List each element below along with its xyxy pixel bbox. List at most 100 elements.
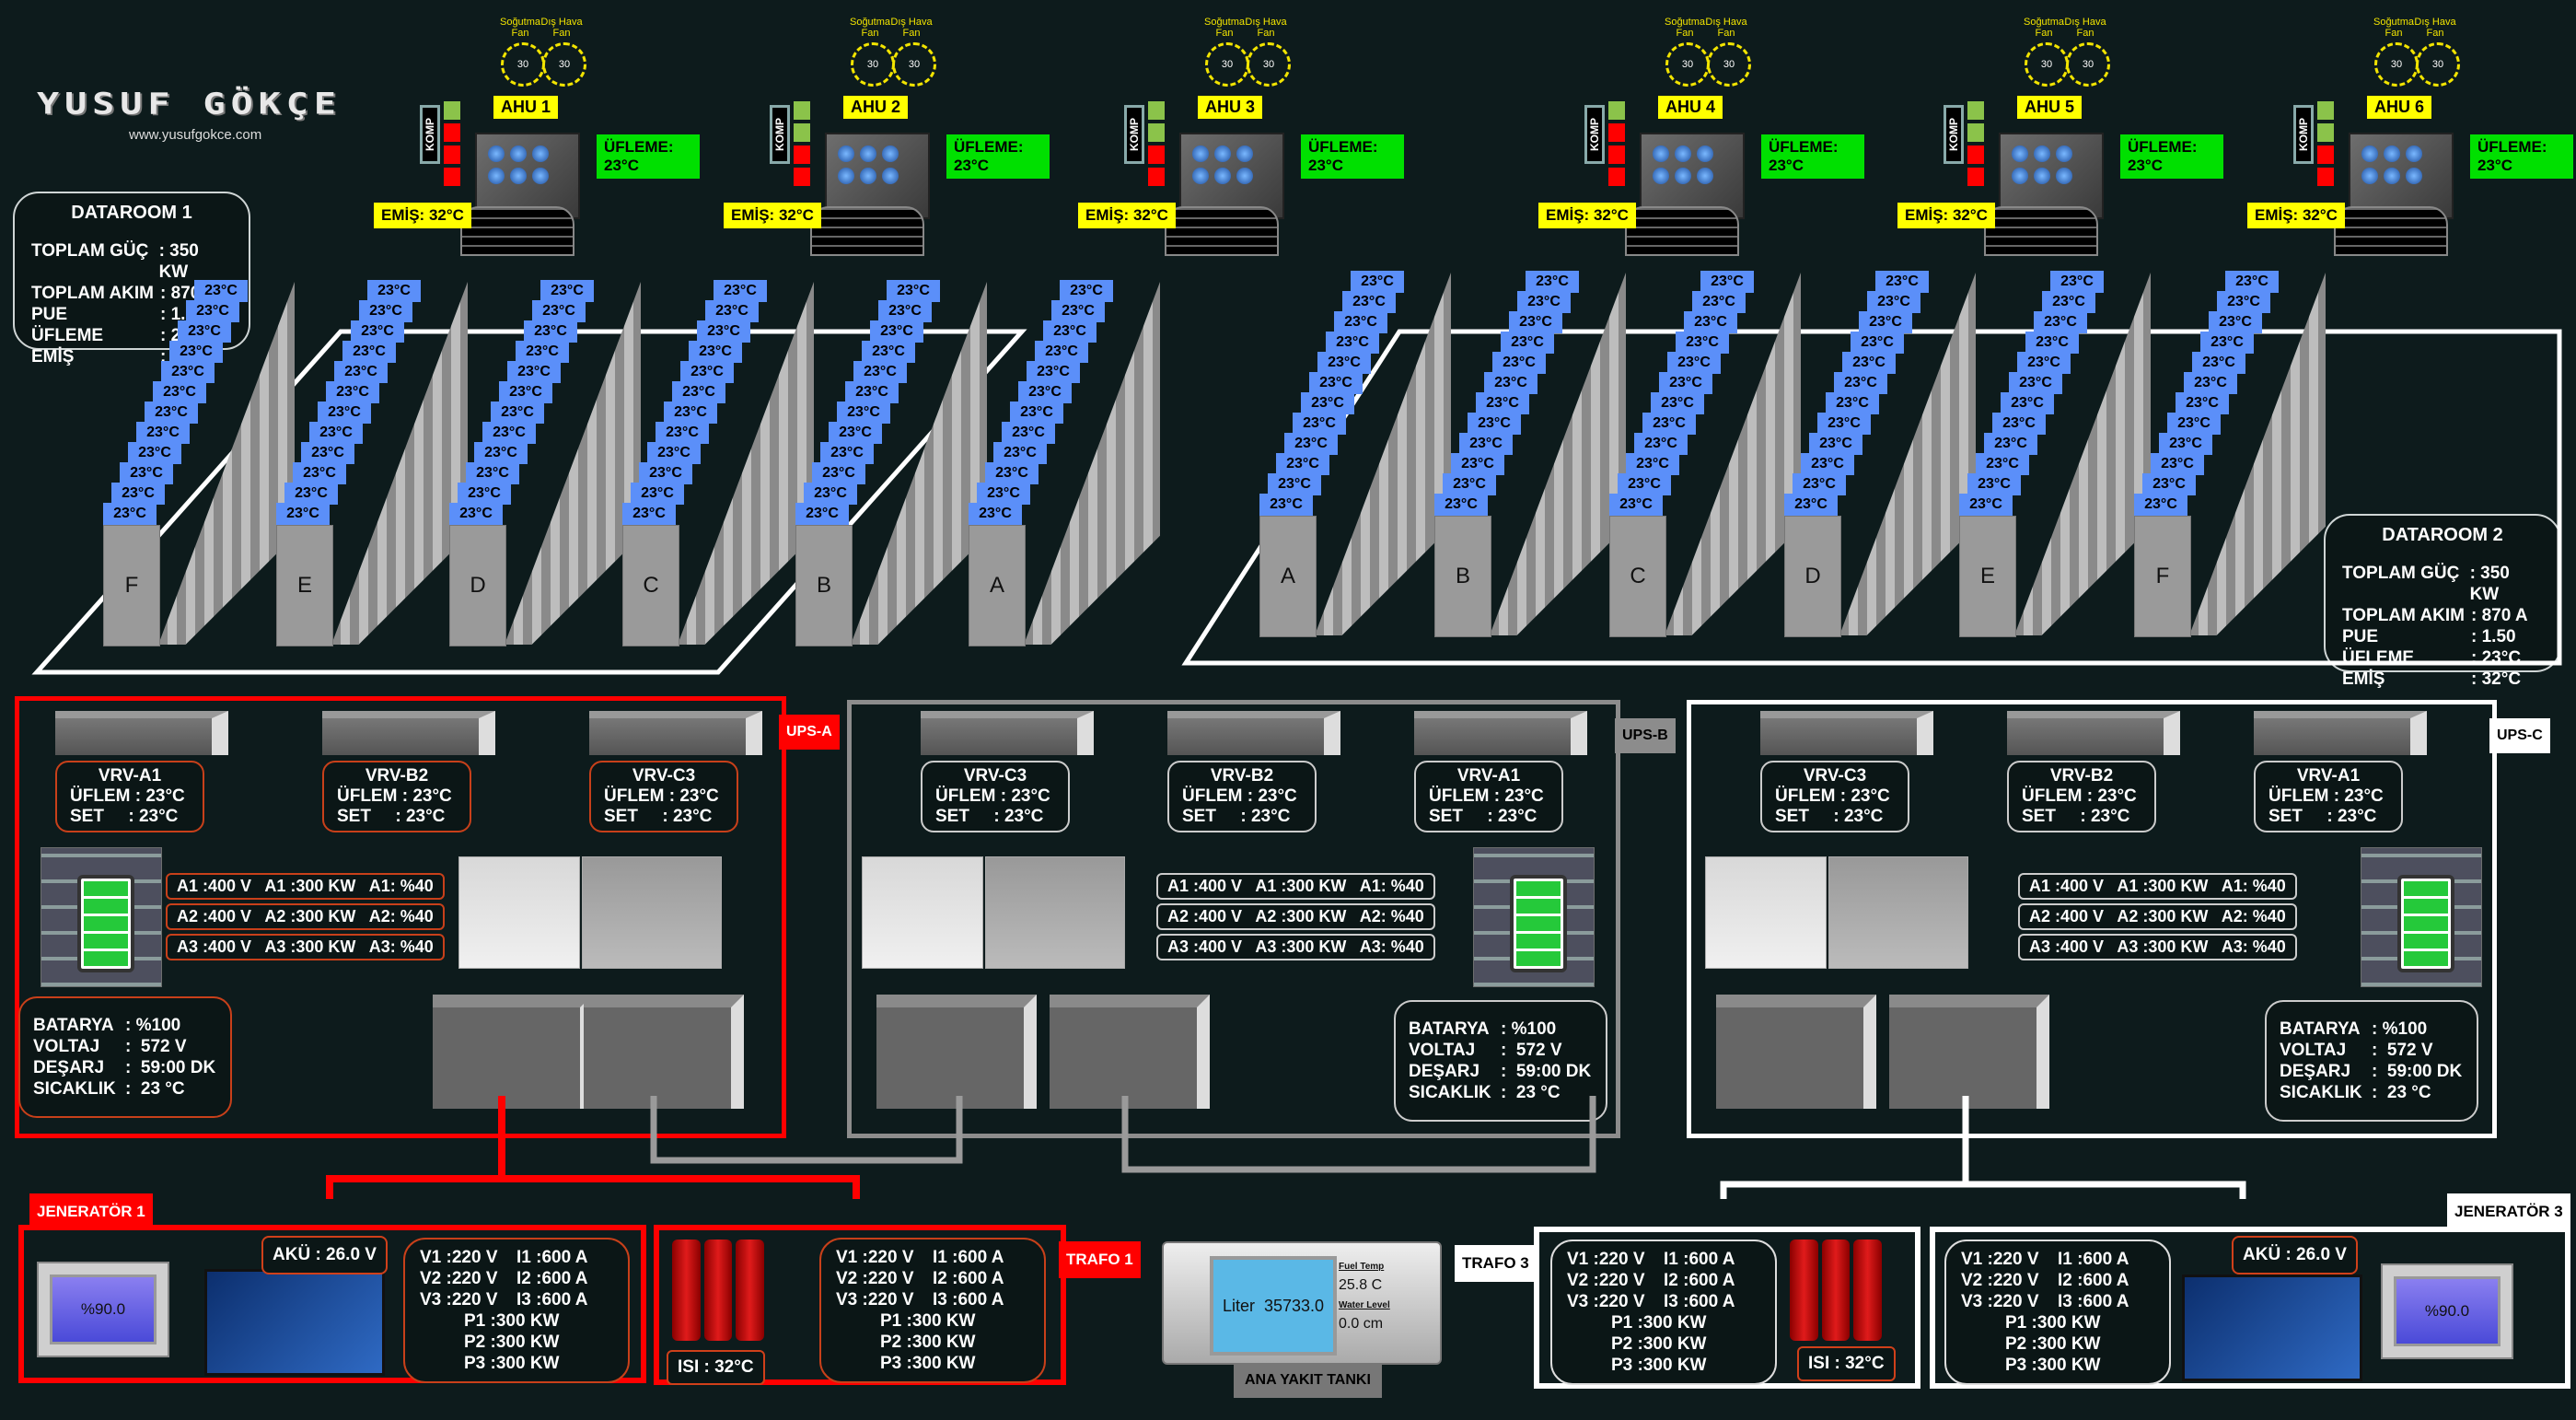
rack-temp-tag[interactable]: 23°C xyxy=(845,381,899,403)
outdoor-air-fan-gauge[interactable]: 30 xyxy=(892,42,936,87)
rack-temp-tag[interactable]: 23°C xyxy=(1468,413,1521,435)
rack-temp-tag[interactable]: 23°C xyxy=(2184,372,2237,394)
rack-temp-tag[interactable]: 23°C xyxy=(276,503,330,525)
rack-front[interactable]: B xyxy=(795,525,853,646)
rack-temp-tag[interactable]: 23°C xyxy=(1826,392,1879,414)
rack-temp-tag[interactable]: 23°C xyxy=(639,462,692,484)
rack-temp-tag[interactable]: 23°C xyxy=(870,320,923,343)
rack-temp-tag[interactable]: 23°C xyxy=(680,361,734,383)
rack-temp-tag[interactable]: 23°C xyxy=(1526,271,1579,293)
rack-temp-tag[interactable]: 23°C xyxy=(1875,271,1929,293)
rack-temp-tag[interactable]: 23°C xyxy=(812,462,865,484)
rack-temp-tag[interactable]: 23°C xyxy=(1859,311,1912,333)
rack-front[interactable]: B xyxy=(1434,516,1491,637)
rack-temp-tag[interactable]: 23°C xyxy=(491,402,544,424)
rack-temp-tag[interactable]: 23°C xyxy=(1609,494,1663,516)
rack-front[interactable]: D xyxy=(1784,516,1841,637)
rack-temp-tag[interactable]: 23°C xyxy=(1984,433,2037,455)
rack-temp-tag[interactable]: 23°C xyxy=(1634,433,1688,455)
rack-temp-tag[interactable]: 23°C xyxy=(1018,381,1072,403)
rack-temp-tag[interactable]: 23°C xyxy=(1051,300,1105,322)
outdoor-air-fan-gauge[interactable]: 30 xyxy=(2416,42,2460,87)
rack-temp-tag[interactable]: 23°C xyxy=(887,280,940,302)
rack-temp-tag[interactable]: 23°C xyxy=(1043,320,1097,343)
rack-temp-tag[interactable]: 23°C xyxy=(2159,433,2212,455)
rack-temp-tag[interactable]: 23°C xyxy=(1351,271,1404,293)
rack-temp-tag[interactable]: 23°C xyxy=(1309,372,1363,394)
rack-temp-tag[interactable]: 23°C xyxy=(853,361,907,383)
rack-front[interactable]: D xyxy=(449,525,506,646)
rack-temp-tag[interactable]: 23°C xyxy=(318,402,371,424)
trafo-3-tag[interactable]: TRAFO 3 xyxy=(1455,1245,1537,1282)
rack-temp-tag[interactable]: 23°C xyxy=(1667,352,1721,374)
rack-temp-tag[interactable]: 23°C xyxy=(449,503,503,525)
rack-temp-tag[interactable]: 23°C xyxy=(532,300,586,322)
rack-temp-tag[interactable]: 23°C xyxy=(2142,473,2196,495)
rack-temp-tag[interactable]: 23°C xyxy=(2001,392,2054,414)
rack-temp-tag[interactable]: 23°C xyxy=(524,320,577,343)
rack-temp-tag[interactable]: 23°C xyxy=(2167,413,2221,435)
rack-temp-tag[interactable]: 23°C xyxy=(647,442,701,464)
rack-temp-tag[interactable]: 23°C xyxy=(1342,291,1396,313)
rack-temp-tag[interactable]: 23°C xyxy=(969,503,1022,525)
rack-front[interactable]: E xyxy=(276,525,333,646)
rack-front[interactable]: F xyxy=(2134,516,2191,637)
rack-temp-tag[interactable]: 23°C xyxy=(1476,392,1529,414)
rack-temp-tag[interactable]: 23°C xyxy=(1642,413,1696,435)
rack-temp-tag[interactable]: 23°C xyxy=(1684,311,1737,333)
rack-temp-tag[interactable]: 23°C xyxy=(367,280,421,302)
rack-temp-tag[interactable]: 23°C xyxy=(1626,453,1679,475)
rack-temp-tag[interactable]: 23°C xyxy=(1976,453,2029,475)
rack-temp-tag[interactable]: 23°C xyxy=(466,462,519,484)
rack-temp-tag[interactable]: 23°C xyxy=(1259,494,1313,516)
rack-temp-tag[interactable]: 23°C xyxy=(985,462,1039,484)
rack-temp-tag[interactable]: 23°C xyxy=(2017,352,2071,374)
rack-temp-tag[interactable]: 23°C xyxy=(2042,291,2095,313)
rack-temp-tag[interactable]: 23°C xyxy=(2209,311,2262,333)
rack-temp-tag[interactable]: 23°C xyxy=(2176,392,2229,414)
rack-temp-tag[interactable]: 23°C xyxy=(1276,453,1329,475)
rack-temp-tag[interactable]: 23°C xyxy=(482,422,536,444)
rack-temp-tag[interactable]: 23°C xyxy=(1326,332,1379,354)
rack-temp-tag[interactable]: 23°C xyxy=(697,320,750,343)
rack-front[interactable]: A xyxy=(1259,516,1317,637)
rack-front[interactable]: E xyxy=(1959,516,2016,637)
rack-temp-tag[interactable]: 23°C xyxy=(1651,392,1704,414)
outdoor-air-fan-gauge[interactable]: 30 xyxy=(542,42,586,87)
rack-temp-tag[interactable]: 23°C xyxy=(334,361,388,383)
rack-temp-tag[interactable]: 23°C xyxy=(672,381,725,403)
ups-c-tag[interactable]: UPS-C xyxy=(2489,718,2550,753)
rack-temp-tag[interactable]: 23°C xyxy=(664,402,717,424)
rack-temp-tag[interactable]: 23°C xyxy=(837,402,890,424)
rack-temp-tag[interactable]: 23°C xyxy=(1334,311,1387,333)
rack-temp-tag[interactable]: 23°C xyxy=(2050,271,2104,293)
rack-temp-tag[interactable]: 23°C xyxy=(1692,291,1746,313)
rack-temp-tag[interactable]: 23°C xyxy=(2134,494,2187,516)
trafo-1-tag[interactable]: TRAFO 1 xyxy=(1059,1241,1141,1278)
rack-temp-tag[interactable]: 23°C xyxy=(153,381,206,403)
outdoor-air-fan-gauge[interactable]: 30 xyxy=(2066,42,2110,87)
rack-temp-tag[interactable]: 23°C xyxy=(804,483,857,505)
rack-temp-tag[interactable]: 23°C xyxy=(103,503,157,525)
rack-temp-tag[interactable]: 23°C xyxy=(1851,332,1904,354)
rack-temp-tag[interactable]: 23°C xyxy=(993,442,1047,464)
rack-temp-tag[interactable]: 23°C xyxy=(977,483,1030,505)
brand-url[interactable]: www.yusufgokce.com xyxy=(129,127,262,143)
rack-temp-tag[interactable]: 23°C xyxy=(145,402,198,424)
outdoor-air-fan-gauge[interactable]: 30 xyxy=(1247,42,1291,87)
rack-temp-tag[interactable]: 23°C xyxy=(2217,291,2270,313)
rack-temp-tag[interactable]: 23°C xyxy=(1659,372,1712,394)
rack-temp-tag[interactable]: 23°C xyxy=(1834,372,1887,394)
rack-temp-tag[interactable]: 23°C xyxy=(1060,280,1113,302)
rack-temp-tag[interactable]: 23°C xyxy=(656,422,709,444)
rack-temp-tag[interactable]: 23°C xyxy=(1618,473,1671,495)
rack-temp-tag[interactable]: 23°C xyxy=(1301,392,1354,414)
rack-temp-tag[interactable]: 23°C xyxy=(1443,473,1496,495)
